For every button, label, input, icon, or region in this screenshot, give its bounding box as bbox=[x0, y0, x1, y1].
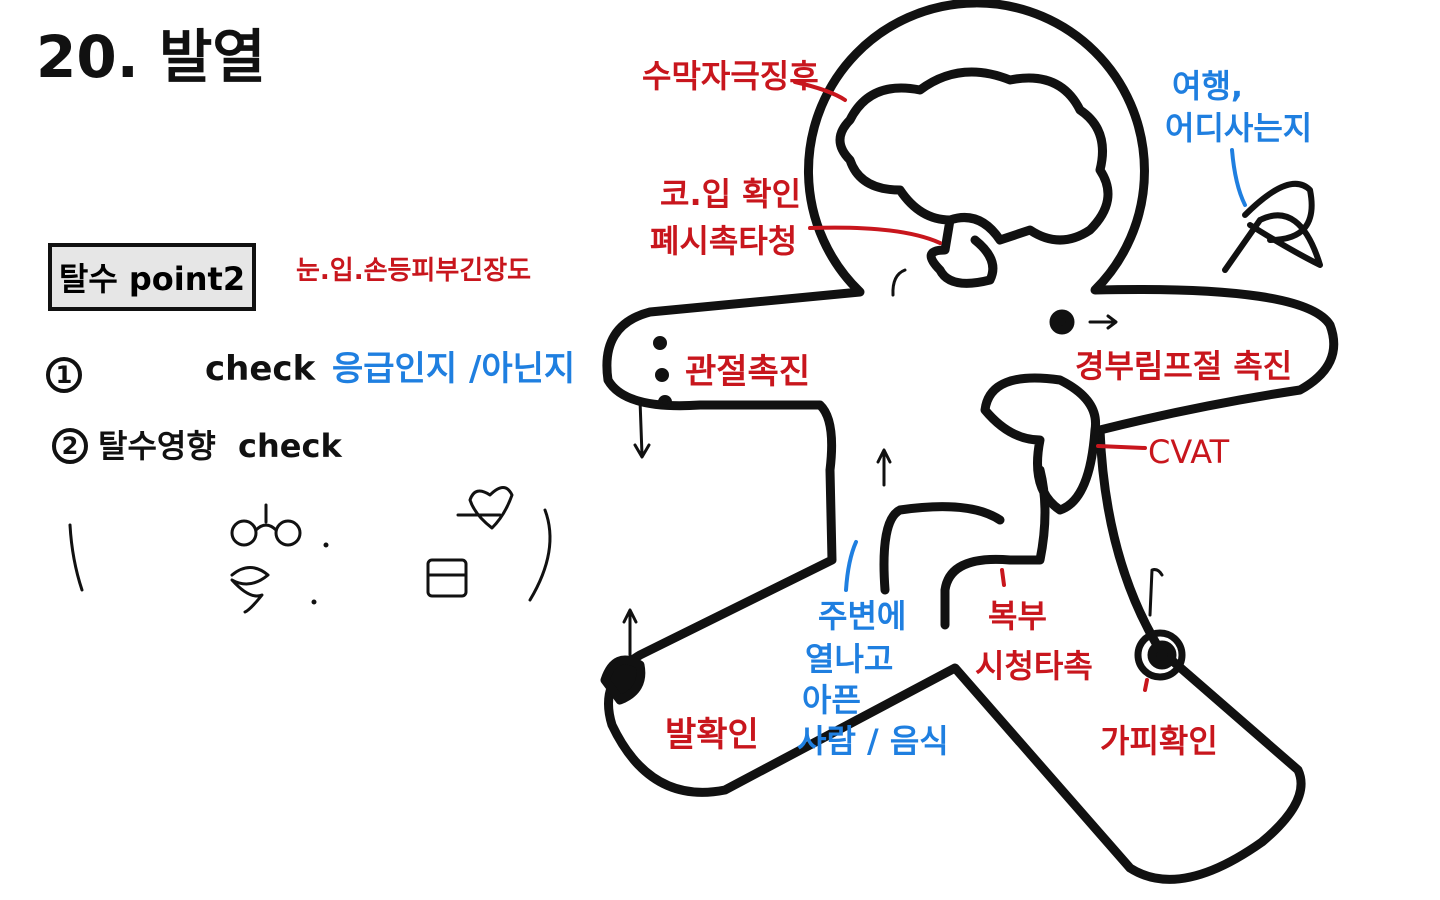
box-label: 탈수 point2 bbox=[58, 260, 246, 298]
dehydration-icons bbox=[230, 486, 514, 614]
item-1-label: check bbox=[205, 349, 316, 389]
label-contacts-4: 사람 / 음식 bbox=[797, 722, 949, 760]
page-title: 20. 발열 bbox=[36, 23, 266, 91]
label-cvat: CVAT bbox=[1148, 433, 1230, 471]
label-abdomen-2: 시청타촉 bbox=[975, 647, 1093, 685]
shoulder-dot bbox=[1049, 309, 1075, 335]
item-1-number: 1 bbox=[46, 357, 82, 393]
eschar-mark bbox=[1134, 629, 1186, 681]
label-contacts-3: 아픈 bbox=[802, 681, 861, 719]
item-1: 1 bbox=[46, 355, 92, 393]
foot-mark bbox=[600, 655, 646, 705]
box-note: 눈.입.손등피부긴장도 bbox=[296, 256, 532, 286]
label-abdomen-1: 복부 bbox=[988, 597, 1047, 635]
label-joint: 관절촉진 bbox=[685, 352, 811, 392]
insect-icon bbox=[1222, 180, 1323, 273]
label-nose-mouth: 코.입 확인 bbox=[660, 175, 802, 213]
dehydration-point-box: 탈수 point2 bbox=[48, 243, 256, 311]
label-meningeal: 수막자극징후 bbox=[642, 57, 819, 95]
item-2: 2 탈수영향 check bbox=[52, 428, 342, 464]
body-outline bbox=[602, 0, 1339, 884]
label-travel-2: 어디사는지 bbox=[1165, 109, 1313, 147]
label-lung: 폐시촉타청 bbox=[650, 222, 798, 260]
label-lymph: 경부림프절 촉진 bbox=[1075, 347, 1293, 385]
label-travel-1: 여행, bbox=[1172, 67, 1244, 105]
label-foot: 발확인 bbox=[665, 715, 759, 755]
label-contacts-1: 주변에 bbox=[818, 597, 907, 635]
label-eschar: 가피확인 bbox=[1100, 722, 1218, 760]
arm-inner bbox=[879, 373, 1101, 630]
item-2-number: 2 bbox=[52, 428, 88, 464]
item-2-label: 탈수영향 check bbox=[98, 427, 342, 465]
brain-icon bbox=[835, 67, 1113, 288]
label-contacts-2: 열나고 bbox=[805, 640, 894, 678]
item-1-note: 응급인지 /아닌지 bbox=[332, 349, 576, 389]
